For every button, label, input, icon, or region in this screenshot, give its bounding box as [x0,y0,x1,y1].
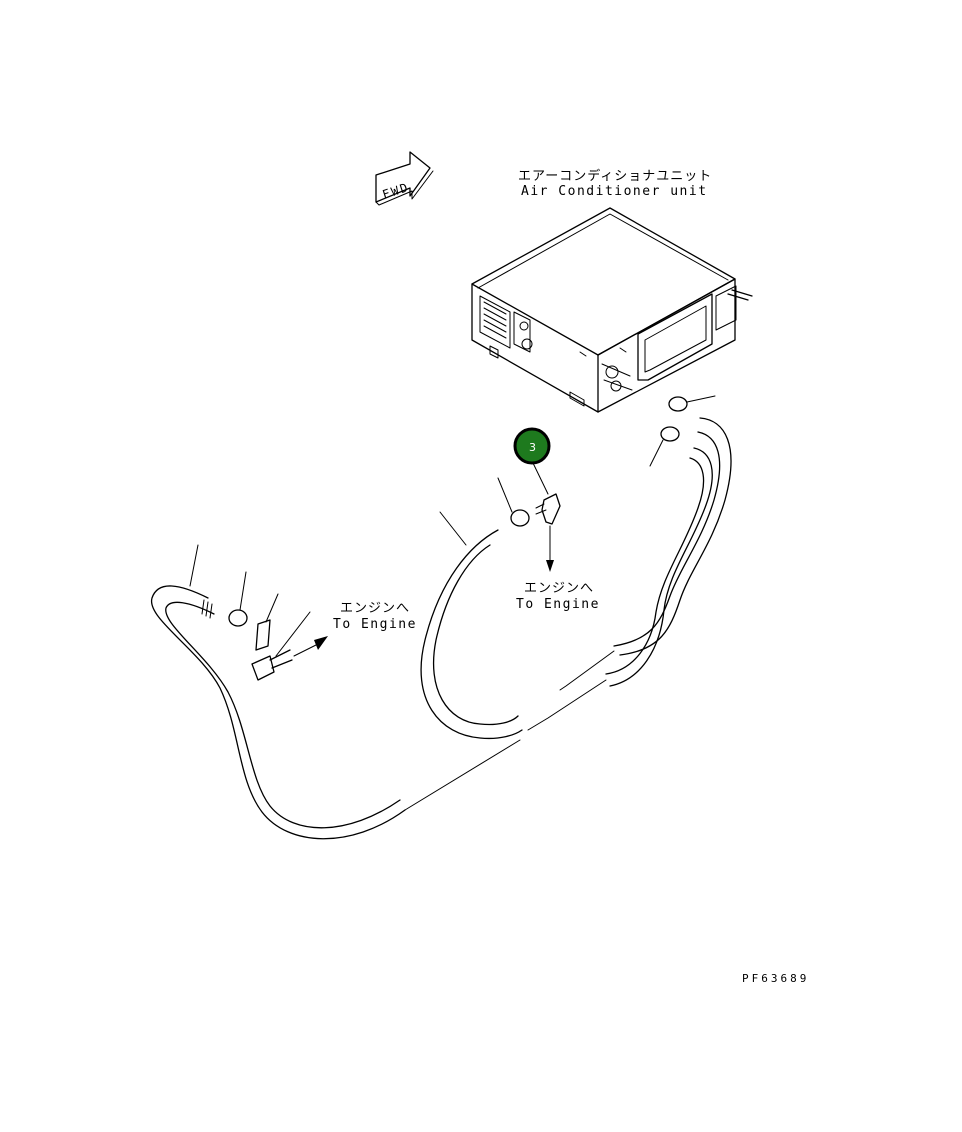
elbow-fitting-left [251,593,328,681]
engine-center-label-jp: エンジンへ [524,581,594,596]
engine-center-label-en: To Engine [516,597,600,612]
heater-hose-right [527,417,732,731]
hose-clamp-left [228,571,248,627]
heater-hose-left [151,544,521,840]
elbow-fitting-center [497,477,561,572]
callout-3-number: 3 [529,441,536,454]
air-conditioner-unit [471,207,753,413]
engine-left-label-jp: エンジンへ [340,601,410,616]
drawing-number: PF63689 [742,972,809,985]
fwd-label: FWD [381,180,412,202]
engine-left-label-en: To Engine [333,617,417,632]
heater-hose-center [420,511,523,740]
callout-3-badge[interactable] [513,427,551,465]
hose-clamp-upper-right [649,395,716,467]
ac-unit-label-jp: エアーコンディショナユニット [518,168,712,184]
callout-3[interactable]: 3 [513,427,551,495]
fwd-arrow-icon: FWD [375,151,434,206]
ac-unit-label-en: Air Conditioner unit [521,184,708,199]
